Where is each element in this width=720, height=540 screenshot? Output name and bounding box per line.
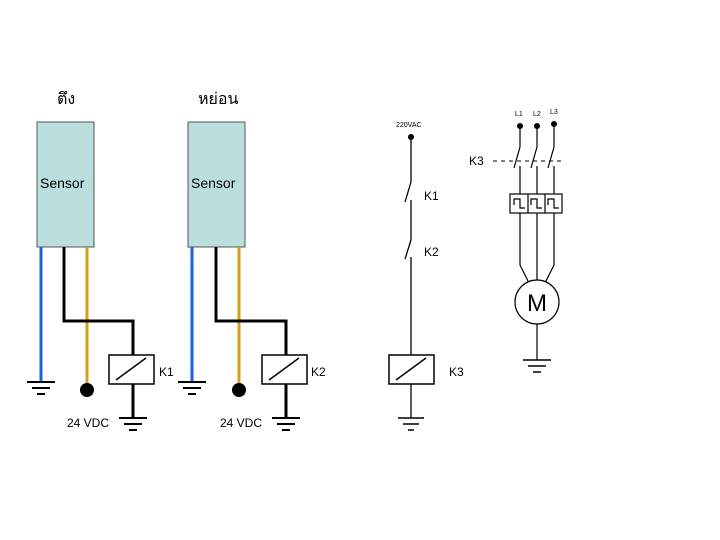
sensor-1-title: ตึง [57,89,75,108]
motor-label: M [527,290,547,317]
relay-k2-label: K2 [311,365,326,379]
contactor-k3-label: K3 [469,154,484,168]
control-supply-label: 220VAC [396,122,422,129]
control-ground-symbol [398,417,424,431]
sensor-1-terminal [80,383,94,397]
overload-relay [509,193,563,214]
sensor-circuit-1: ตึง Sensor K1 24 VDC [27,89,174,431]
sensor-1-ground-symbol [27,381,55,395]
relay-k1-coil [108,354,155,385]
contactor-k3-coil [388,354,435,385]
sensor-2-black-wire [214,247,288,355]
relay-k1-label: K1 [159,365,174,379]
sensor-2-label: Sensor [191,175,236,191]
phase-l3-label: L3 [550,109,558,116]
sensor-circuit-2: หย่อน Sensor K2 24 VDC [178,89,326,431]
relay-k2-ground-symbol [272,417,300,431]
phase-wires-upper [519,124,555,147]
contact-k2-symbol [404,239,412,260]
sensor-2-terminal [232,383,246,397]
contact-k1-symbol [404,181,412,203]
power-circuit: L1 L2 L3 K3 [469,109,563,373]
contact-k1-label: K1 [424,189,439,203]
sensor-1-black-wire [62,247,135,355]
sensor-1-supply-label: 24 VDC [67,416,109,430]
sensor-2-title: หย่อน [198,89,239,108]
contactor-k3-coil-label: K3 [449,365,464,379]
contactor-k3-main-contacts [513,146,555,169]
sensor-1-label: Sensor [40,175,85,191]
contact-k2-label: K2 [424,245,439,259]
motor-ground-symbol [523,359,551,373]
sensor-1-body [36,121,95,248]
phase-l2-label: L2 [533,111,541,118]
motor-leads [519,213,555,284]
relay-k1-ground-symbol [119,417,147,431]
sensor-2-supply-label: 24 VDC [220,416,262,430]
phase-wires-mid [519,166,555,194]
sensor-2-ground-symbol [178,381,206,395]
relay-k2-coil [261,354,308,385]
control-circuit: 220VAC K1 K2 K3 [388,122,464,431]
phase-l1-label: L1 [515,111,523,118]
